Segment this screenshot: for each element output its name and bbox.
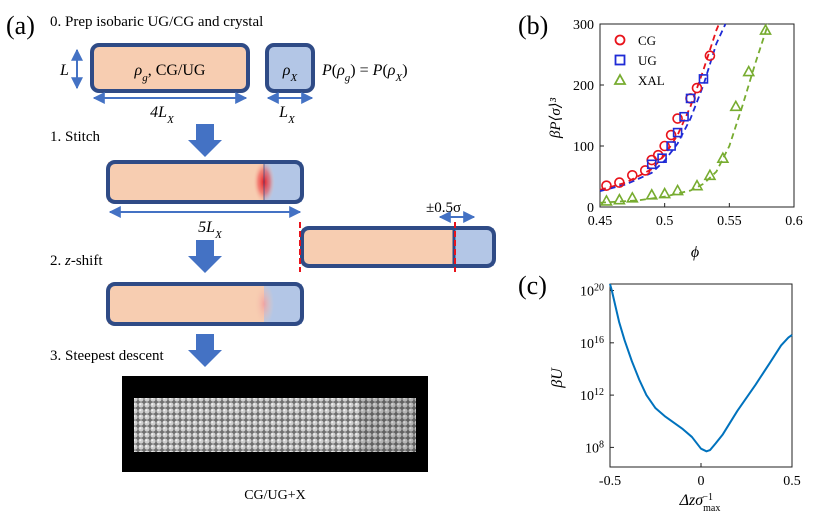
- data-point-xal: [690, 179, 704, 191]
- data-point-ug: [672, 127, 683, 138]
- energy-curve: [609, 283, 793, 453]
- panel-a-label: (a): [6, 11, 35, 40]
- liquid-width-label: 4LX: [150, 104, 175, 126]
- stitched-liquid: [108, 162, 264, 202]
- down-arrow-2: [188, 240, 222, 273]
- zshift-interface: [254, 282, 274, 326]
- data-point-cg: [601, 180, 612, 191]
- snapshot-caption: CG/UG+X: [244, 488, 306, 503]
- data-point-xal: [625, 191, 639, 203]
- step-0-text: 0. Prep isobaric UG/CG and crystal: [50, 14, 263, 30]
- data-point-cg: [627, 169, 638, 181]
- plot-b-frame: [599, 23, 795, 208]
- plot-c-curve: [609, 283, 793, 453]
- legend-marker-xal: [613, 73, 627, 85]
- height-label: L: [59, 62, 69, 79]
- particle-slab: [134, 398, 416, 452]
- liquid-box: [90, 43, 250, 93]
- plot-c-ytick-label: 1012: [580, 387, 604, 405]
- legend-marker-cg: [614, 34, 626, 46]
- zshift-box-border: [106, 282, 304, 326]
- shift-label: ±0.5σ: [426, 200, 461, 216]
- down-arrow-1: [188, 124, 222, 157]
- data-point-cg: [691, 82, 703, 94]
- stitched-width-label: 5LX: [198, 219, 223, 241]
- down-arrow-3: [188, 334, 222, 367]
- data-point-ug: [679, 111, 689, 122]
- legend-label-cg: CG: [638, 33, 656, 48]
- plot-c-ytick-label: 1016: [580, 334, 604, 352]
- plot-c-xlabel: Δzσmax−1: [679, 492, 721, 514]
- panel-c-label: (c): [518, 271, 547, 300]
- data-point-cg: [639, 165, 651, 176]
- data-point-cg: [665, 129, 677, 141]
- data-point-xal: [613, 193, 626, 205]
- data-point-cg: [704, 50, 716, 62]
- data-point-ug: [685, 93, 696, 104]
- plot-b-xlabel: ϕ: [691, 244, 699, 261]
- data-point-xal: [742, 64, 756, 77]
- data-point-xal: [645, 188, 659, 200]
- shift-crystal: [454, 228, 494, 266]
- plot-b-ytick-label: 100: [573, 140, 594, 155]
- data-point-ug: [698, 74, 709, 84]
- data-point-xal: [671, 183, 684, 196]
- zshift-liquid: [108, 284, 264, 324]
- plot-b-ytick-label: 200: [573, 79, 594, 94]
- step-2-text: 2. z-shift: [50, 253, 103, 269]
- plot-c-xtick-label: 0.5: [783, 474, 801, 489]
- data-point-xal: [658, 186, 672, 199]
- plot-c-ytick-label: 108: [585, 439, 604, 457]
- data-point-ug: [657, 153, 667, 163]
- data-point-ug: [666, 141, 676, 151]
- pressure-equation: P(ρg) = P(ρX): [321, 62, 408, 84]
- plot-c-xtick-label: -0.5: [599, 474, 621, 489]
- liquid-box-label: ρg, CG/UG: [134, 62, 206, 84]
- data-point-cg: [659, 140, 670, 152]
- plot-b-xtick-label: 0.45: [588, 214, 613, 229]
- step-3-text: 3. Steepest descent: [50, 348, 165, 364]
- plot-b-ytick-label: 0: [587, 201, 594, 216]
- data-point-xal: [716, 151, 730, 163]
- legend-label-xal: XAL: [638, 73, 665, 88]
- crystal-box-label: ρX: [282, 62, 299, 84]
- plot-b-xtick-label: 0.55: [717, 214, 742, 229]
- data-point-xal: [703, 168, 717, 181]
- data-point-ug: [646, 159, 657, 170]
- data-point-cg: [614, 177, 625, 188]
- plot-c-axes: -0.5 0 0.5 108 1012 1016 1020: [580, 282, 801, 489]
- plot-b-legend: CG UG XAL: [613, 33, 665, 88]
- data-point-xal: [600, 194, 613, 206]
- panel-b: (b) 0.45 0.5 0.55 0.6 0 100 200 300 CG UG XAL ϕ…: [518, 11, 803, 261]
- plot-b-points: [600, 23, 772, 206]
- plot-b-xtick-label: 0.5: [656, 214, 674, 229]
- panel-c: (c) -0.5 0 0.5 108 1012 1016 1020 Δzσmax−1 βU: [518, 271, 801, 514]
- legend-marker-ug: [614, 54, 626, 66]
- panel-a: (a) 0. Prep isobaric UG/CG and crystal ρ…: [6, 11, 496, 503]
- panel-b-label: (b): [518, 11, 548, 40]
- data-point-xal: [729, 99, 743, 112]
- stitched-box-border: [106, 160, 304, 204]
- plot-b-ytick-label: 300: [573, 18, 594, 33]
- plot-b-ylabel: βP⟨σ⟩³: [548, 97, 564, 139]
- legend-label-ug: UG: [638, 53, 657, 68]
- shift-liquid: [302, 228, 454, 266]
- crystal-box: [265, 43, 315, 93]
- plot-c-ytick-label: 1020: [580, 282, 604, 300]
- data-point-cg: [672, 113, 683, 124]
- data-point-xal: [759, 23, 772, 35]
- step-1-text: 1. Stitch: [50, 129, 101, 145]
- stitch-interface: [253, 160, 275, 204]
- plot-b-axes: 0.45 0.5 0.55 0.6 0 100 200 300: [573, 18, 803, 229]
- fit-line-ug: [599, 23, 727, 193]
- plot-b-xtick-label: 0.6: [785, 214, 803, 229]
- shift-box-border: [300, 226, 496, 268]
- plot-c-xtick-label: 0: [698, 474, 705, 489]
- crystal-width-label: LX: [278, 104, 296, 126]
- plot-c-ylabel: βU: [549, 367, 566, 389]
